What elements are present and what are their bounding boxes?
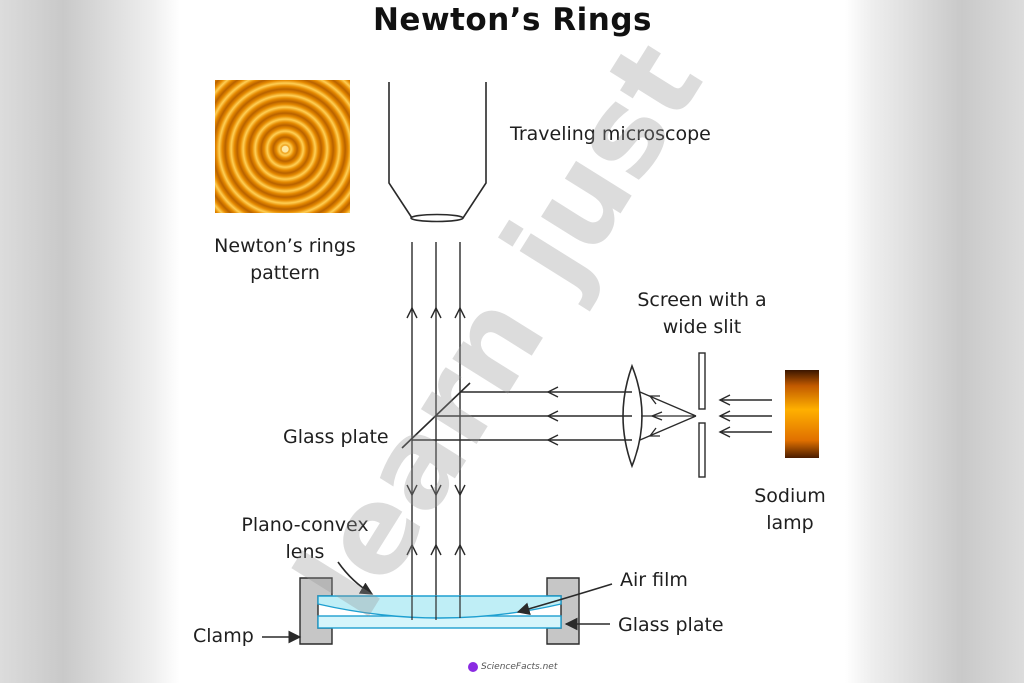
sciencefacts-logo: ScienceFacts.net (468, 659, 557, 675)
screen-with-slit (699, 353, 705, 477)
logo-text: ScienceFacts.net (481, 662, 557, 672)
plano-convex-label-line1: Plano-convex (222, 512, 388, 539)
screen-label-line1: Screen with a (622, 287, 782, 314)
logo-icon (468, 662, 478, 672)
microscope-label: Traveling microscope (510, 121, 711, 148)
diverging-rays (640, 392, 696, 440)
air-film-label: Air film (620, 567, 688, 594)
rings-pattern-label-line2: pattern (200, 260, 370, 287)
plano-convex-label: Plano-convex lens (222, 512, 388, 566)
glass-plate-lower-label: Glass plate (618, 612, 724, 639)
sodium-lamp-label-line2: lamp (740, 510, 840, 537)
traveling-microscope (389, 82, 486, 222)
plano-convex-lens (318, 596, 561, 618)
rings-pattern-label-line1: Newton’s rings (200, 233, 370, 260)
horizontal-rays (412, 387, 632, 445)
screen-label: Screen with a wide slit (622, 287, 782, 341)
sodium-lamp-label-line1: Sodium (740, 483, 840, 510)
rings-pattern-label: Newton’s rings pattern (200, 233, 370, 287)
sodium-lamp-label: Sodium lamp (740, 483, 840, 537)
clamp-left (300, 578, 332, 644)
plano-convex-label-line2: lens (222, 539, 388, 566)
glass-plate-upper-label: Glass plate (283, 424, 389, 451)
lamp-rays (720, 395, 772, 437)
clamp-right (547, 578, 579, 644)
clamp-label: Clamp (193, 623, 254, 650)
screen-label-line2: wide slit (622, 314, 782, 341)
